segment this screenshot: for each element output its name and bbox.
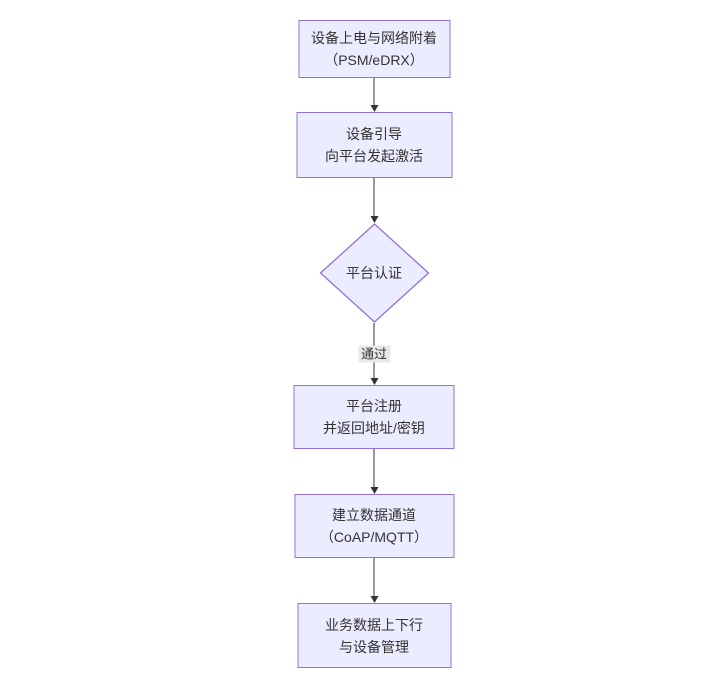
node-text-line: 并返回地址/密钥 <box>323 420 425 436</box>
edge-line <box>373 78 375 105</box>
node-text-line: 建立数据通道 <box>332 507 416 523</box>
node-business-data: 业务数据上下行 与设备管理 <box>297 603 451 668</box>
node-data-channel: 建立数据通道 （CoAP/MQTT） <box>294 494 454 558</box>
arrowhead-icon <box>370 216 378 223</box>
decision-platform-auth: 平台认证 <box>319 223 429 323</box>
edge-arrow-3: 通过 <box>357 323 391 385</box>
node-text-line: 设备引导 <box>346 126 402 142</box>
arrowhead-icon <box>370 596 378 603</box>
edge-line <box>373 558 375 596</box>
arrowhead-icon <box>370 105 378 112</box>
node-text-line: （PSM/eDRX） <box>324 52 424 68</box>
node-text-line: 设备上电与网络附着 <box>311 30 437 46</box>
edge-line <box>373 449 375 487</box>
node-platform-register: 平台注册 并返回地址/密钥 <box>293 385 455 449</box>
node-text-line: 与设备管理 <box>339 638 409 655</box>
edge-label-pass: 通过 <box>357 345 391 363</box>
arrowhead-icon <box>370 487 378 494</box>
node-text-line: 平台认证 <box>346 265 402 281</box>
edge-arrow-5 <box>370 558 378 603</box>
node-device-bootstrap: 设备引导 向平台发起激活 <box>296 112 452 178</box>
node-text-line: （CoAP/MQTT） <box>319 529 429 545</box>
edge-line <box>373 178 375 216</box>
diamond-shape <box>319 223 429 323</box>
flowchart-column: 设备上电与网络附着 （PSM/eDRX） 设备引导 向平台发起激活 平台认证 通… <box>293 20 455 668</box>
node-power-network-attach: 设备上电与网络附着 （PSM/eDRX） <box>298 20 450 78</box>
node-text-line: 业务数据上下行 <box>325 616 423 633</box>
edge-arrow-1 <box>370 78 378 112</box>
node-text-line: 向平台发起激活 <box>325 148 423 164</box>
node-text-line: 平台注册 <box>346 398 402 414</box>
edge-arrow-2 <box>370 178 378 223</box>
edge-arrow-4 <box>370 449 378 494</box>
arrowhead-icon <box>370 378 378 385</box>
